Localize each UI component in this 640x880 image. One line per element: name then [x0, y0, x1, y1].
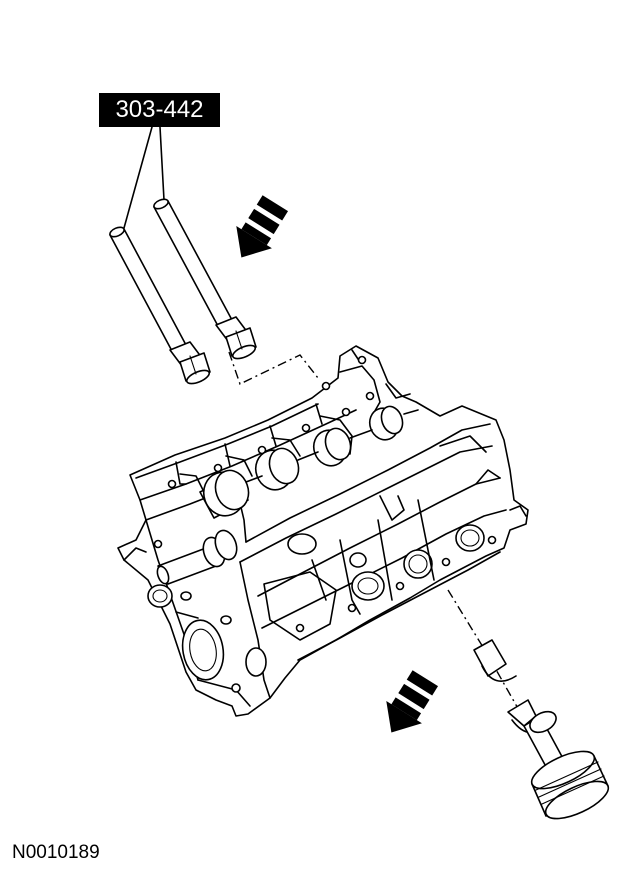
piston-connecting-rod-icon	[447, 589, 610, 820]
tool-leader-lines	[123, 126, 165, 229]
bolt-icon	[153, 198, 257, 360]
engine-block-icon	[117, 345, 529, 717]
removal-direction-arrow-icon	[236, 195, 289, 258]
bolt-icon	[109, 226, 211, 385]
crankshaft-icon	[156, 405, 419, 585]
bolt-alignment-path	[228, 351, 319, 385]
removal-direction-arrow-icon	[386, 670, 439, 733]
figure-id: N0010189	[12, 842, 100, 863]
special-tool-label: 303-442	[99, 93, 220, 127]
